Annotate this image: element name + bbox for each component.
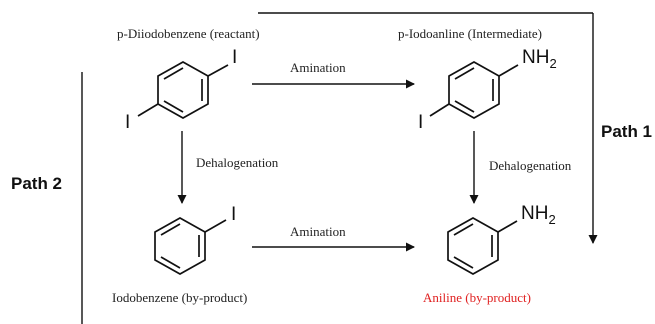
intermediate-atom-left: I [418, 112, 423, 133]
reactant-atom-top: I [232, 47, 237, 68]
byproduct2-atom-top: NH2 [521, 203, 556, 227]
intermediate-atom-top: NH2 [522, 47, 557, 71]
bottom-amination-label: Amination [290, 224, 346, 239]
byproduct2-structure [447, 217, 518, 275]
byproduct1-atom-top: I [231, 204, 236, 225]
left-dehalogenation-label: Dehalogenation [196, 155, 279, 170]
path2-label: Path 2 [11, 174, 62, 193]
top-amination-label: Amination [290, 60, 346, 75]
byproduct1-name: Iodobenzene (by-product) [112, 290, 247, 305]
reactant-atom-left: I [125, 112, 130, 133]
reactant-structure [137, 61, 229, 119]
intermediate-structure [429, 61, 519, 119]
right-dehalogenation-label: Dehalogenation [489, 158, 572, 173]
byproduct1-structure [154, 217, 227, 275]
intermediate-name: p-Iodoanline (Intermediate) [398, 26, 542, 41]
path1-label: Path 1 [601, 122, 652, 141]
reactant-name: p-Diiodobenzene (reactant) [117, 26, 260, 41]
byproduct2-name: Aniline (by-product) [423, 290, 531, 305]
path1-bracket [258, 12, 598, 244]
